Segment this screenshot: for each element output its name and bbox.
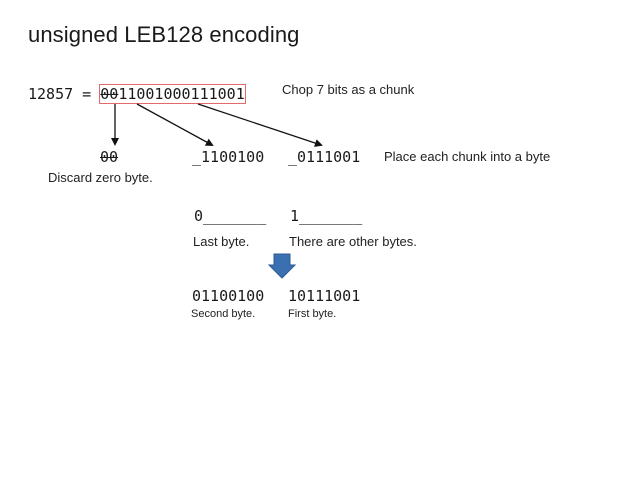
- equation-lhs: 12857 =: [28, 85, 101, 103]
- highlighted-bits: 0011001000111001: [99, 84, 246, 104]
- place-note: Place each chunk into a byte: [384, 149, 551, 164]
- page-title: unsigned LEB128 encoding: [28, 22, 300, 47]
- result-first-byte: 10111001: [288, 287, 361, 305]
- first-byte-note: First byte.: [288, 308, 337, 320]
- arrow-to-high-chunk: [136, 103, 214, 146]
- second-byte-note: Second byte.: [191, 308, 256, 320]
- remaining-bits: 11001000111001: [118, 85, 245, 103]
- down-arrow-icon: [267, 253, 297, 279]
- arrow-to-low-chunk: [197, 103, 323, 147]
- chunk-high: _1100100: [192, 148, 265, 166]
- chunk-low: _0111001: [288, 148, 361, 166]
- equation: 12857 = 0011001000111001: [28, 84, 246, 104]
- result-second-byte: 01100100: [192, 287, 265, 305]
- chop-note: Chop 7 bits as a chunk: [282, 82, 415, 97]
- other-bytes-note: There are other bytes.: [289, 234, 417, 249]
- discarded-chunk: 00: [100, 148, 119, 166]
- leading-zero-bits: 00: [100, 85, 119, 103]
- template-other: 1_______: [290, 207, 363, 225]
- last-byte-note: Last byte.: [193, 234, 250, 249]
- discard-note: Discard zero byte.: [48, 170, 153, 185]
- template-last: 0_______: [194, 207, 267, 225]
